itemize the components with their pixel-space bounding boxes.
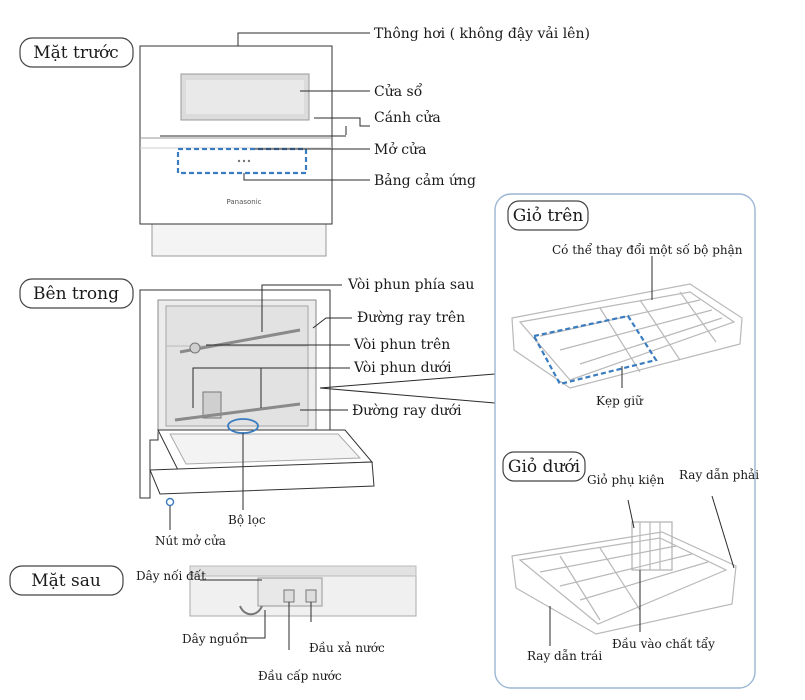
lower-basket-illustration xyxy=(511,521,737,635)
clip-highlight xyxy=(532,314,658,386)
upper-basket-illustration xyxy=(511,283,743,389)
label-vent: Thông hơi ( không đậy vải lên) xyxy=(374,25,590,42)
section-tab-lower-basket xyxy=(502,451,586,482)
back-section: Mặt sau Dây nối đất Dây nguồn Đầu xả nướ… xyxy=(9,565,417,683)
label-door-button: Nút mở cửa xyxy=(155,534,226,548)
label-detergent-inlet: Đầu vào chất tẩy xyxy=(612,636,715,651)
front-section: Mặt trước Panasonic Thông hơi ( không đậ… xyxy=(19,25,590,257)
dishwasher-open-illustration xyxy=(139,289,375,507)
basket-callout-panel xyxy=(494,193,756,689)
dishwasher-back-illustration xyxy=(189,565,417,617)
label-replaceable: Có thể thay đổi một số bộ phận xyxy=(552,242,743,257)
label-power-cord: Dây nguồn xyxy=(182,631,248,646)
section-title-back: Mặt sau xyxy=(31,571,101,591)
label-left-rail: Ray dẫn trái xyxy=(527,648,602,663)
label-ground-wire: Dây nối đất xyxy=(136,568,206,583)
label-door: Cánh cửa xyxy=(374,109,441,126)
section-tab-front xyxy=(19,37,134,68)
label-water-inlet: Đầu cấp nước xyxy=(258,668,342,683)
lower-basket-section: Giỏ dưới Giỏ phụ kiện Ray dẫn phải Ray d… xyxy=(502,451,759,663)
label-accessory-basket: Giỏ phụ kiện xyxy=(587,473,665,487)
label-rear-nozzle: Vòi phun phía sau xyxy=(347,277,474,293)
section-tab-back xyxy=(9,565,124,596)
label-right-rail: Ray dẫn phải xyxy=(679,467,759,482)
door-button-marker xyxy=(165,497,175,507)
label-filter: Bộ lọc xyxy=(228,513,266,527)
inside-section: Bên trong Vòi phun phía sau Đường ray tr… xyxy=(19,277,474,548)
section-tab-inside xyxy=(19,278,134,309)
touch-panel-highlight xyxy=(176,147,308,175)
label-drain: Đầu xả nước xyxy=(309,640,385,655)
label-window: Cửa sổ xyxy=(374,82,423,100)
section-title-inside: Bên trong xyxy=(33,284,119,304)
label-lower-rail: Đường ray dưới xyxy=(352,403,462,419)
accessory-basket xyxy=(631,521,673,571)
label-clip: Kẹp giữ xyxy=(596,394,644,408)
upper-basket-section: Giỏ trên Có thể thay đổi một số bộ phận … xyxy=(507,200,743,408)
label-touch-panel: Bảng cảm ứng xyxy=(374,172,476,189)
label-upper-nozzle: Vòi phun trên xyxy=(353,337,450,353)
section-title-lower-basket: Giỏ dưới xyxy=(508,457,581,477)
section-title-front: Mặt trước xyxy=(33,43,118,63)
label-upper-rail: Đường ray trên xyxy=(357,310,465,326)
section-title-upper-basket: Giỏ trên xyxy=(513,206,584,226)
brand-logo: Panasonic xyxy=(226,198,261,206)
label-door-open: Mở cửa xyxy=(374,141,426,158)
label-lower-nozzle: Vòi phun dưới xyxy=(353,360,452,376)
section-tab-upper-basket xyxy=(507,200,589,231)
dishwasher-front-illustration: Panasonic xyxy=(139,45,333,257)
